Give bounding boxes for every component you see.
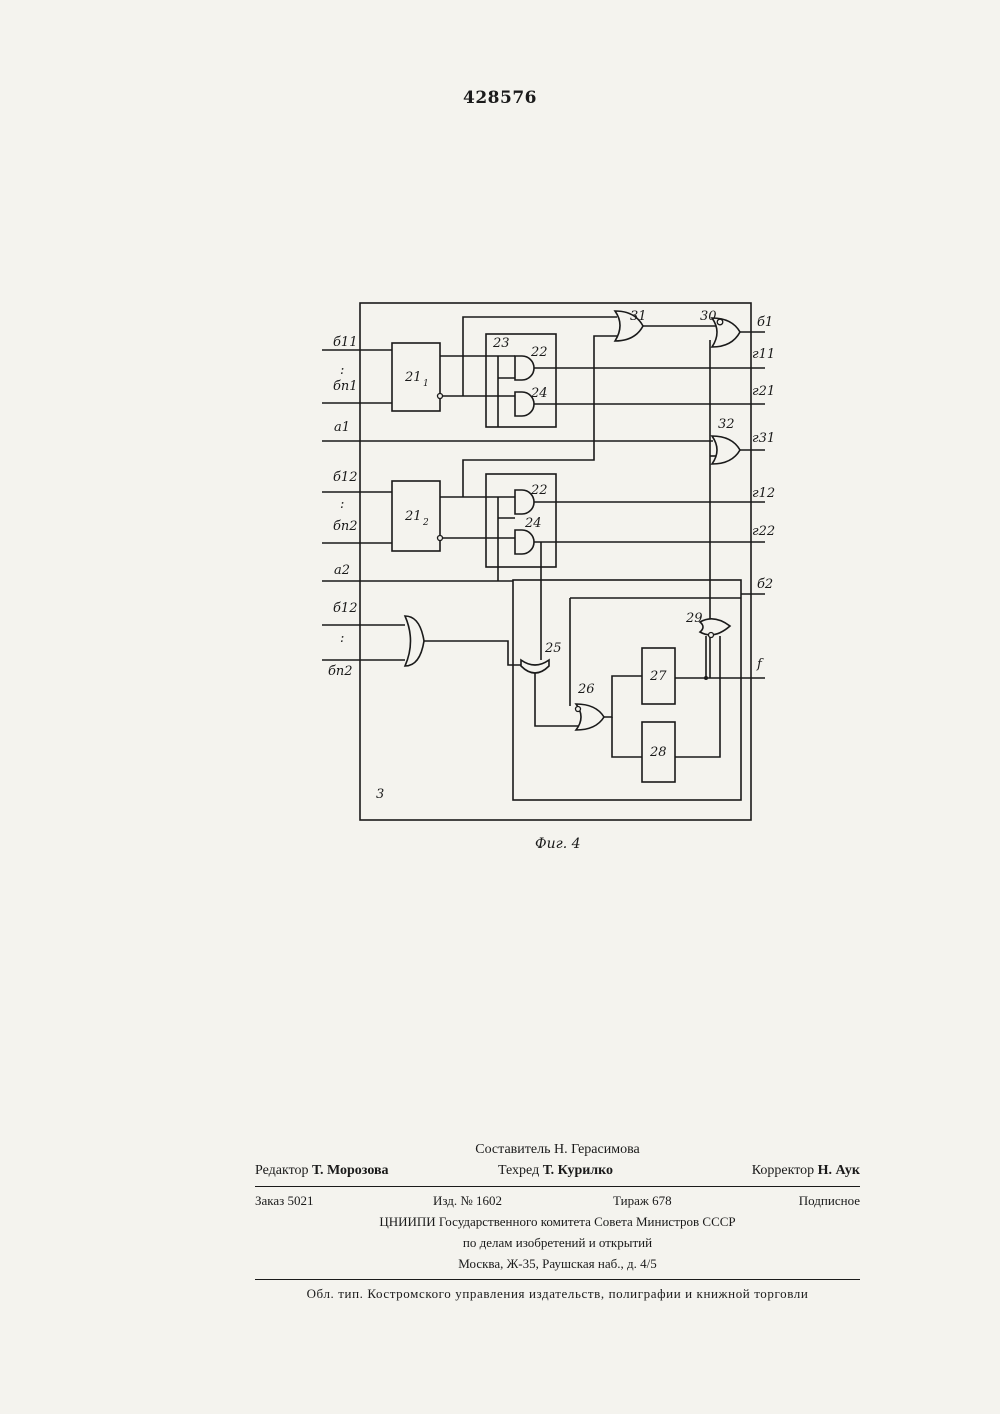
editor-name: Т. Морозова bbox=[312, 1163, 389, 1178]
gate-29-inverter bbox=[709, 633, 714, 638]
label-g11: г11 bbox=[752, 347, 775, 362]
org-name: ЦНИИПИ Государственного комитета Совета … bbox=[379, 1214, 735, 1229]
inverter-21-2 bbox=[438, 536, 443, 541]
label-23-11: 23 bbox=[492, 336, 510, 351]
label-b1-out: б1 bbox=[757, 315, 773, 330]
gate-25 bbox=[521, 660, 549, 673]
gate-26-inverter bbox=[576, 707, 581, 712]
org-line-2: по делам изобретений и открытий bbox=[255, 1233, 860, 1254]
divider-2 bbox=[255, 1279, 860, 1280]
label-dots-2: : bbox=[340, 497, 344, 512]
corrector-name: Н. Аук bbox=[818, 1163, 860, 1178]
imprint-footer: Составитель Н. Герасимова Редактор Т. Мо… bbox=[255, 1140, 860, 1305]
label-bn1: бn1 bbox=[333, 379, 358, 394]
circulation: Тираж 678 bbox=[613, 1191, 672, 1211]
address: Москва, Ж-35, Раушская наб., д. 4/5 bbox=[458, 1256, 656, 1271]
label-22-1: 22 bbox=[530, 345, 548, 360]
label-b12: б12 bbox=[333, 470, 357, 485]
label-24-22: 24 bbox=[524, 516, 542, 531]
wire-28-to-29 bbox=[675, 636, 720, 757]
label-b11: б11 bbox=[333, 335, 357, 350]
label-g12: г12 bbox=[752, 486, 775, 501]
label-g22: г22 bbox=[752, 524, 775, 539]
label-f-out: f bbox=[756, 657, 764, 672]
order: Заказ 5021 bbox=[255, 1191, 314, 1211]
block-27-label: 27 bbox=[649, 669, 667, 684]
block-21-2-label: 21 bbox=[404, 509, 422, 524]
printer-line: Обл. тип. Костромского управления издате… bbox=[255, 1284, 860, 1305]
wire-26-to-27 bbox=[604, 676, 642, 717]
label-a2: a2 bbox=[334, 563, 350, 578]
subscription: Подписное bbox=[799, 1191, 860, 1211]
frame-label: 3 bbox=[376, 787, 384, 802]
figure-caption: Фиг. 4 bbox=[535, 836, 581, 852]
gate-or-lower bbox=[405, 616, 424, 666]
printer: Обл. тип. Костромского управления издате… bbox=[307, 1286, 809, 1301]
compiler-line: Составитель Н. Герасимова bbox=[255, 1140, 860, 1161]
label-25: 25 bbox=[544, 641, 562, 656]
label-b2-out: б2 bbox=[757, 577, 773, 592]
label-g21: г21 bbox=[752, 384, 775, 399]
address-line: Москва, Ж-35, Раушская наб., д. 4/5 bbox=[255, 1254, 860, 1275]
block-21-2-sub: 2 bbox=[422, 518, 429, 528]
label-30: 30 bbox=[700, 309, 717, 324]
corrector-label: Корректор bbox=[752, 1163, 814, 1178]
wire-25-out bbox=[535, 673, 578, 726]
gate-24-22 bbox=[515, 530, 534, 554]
inner-frame bbox=[513, 580, 741, 800]
gate-30-inverter bbox=[717, 319, 723, 325]
label-29: 29 bbox=[685, 611, 703, 626]
label-b12-lower: б12 bbox=[333, 601, 357, 616]
label-g31: г31 bbox=[752, 431, 775, 446]
org-dept: по делам изобретений и открытий bbox=[463, 1235, 652, 1250]
gate-29 bbox=[700, 619, 730, 635]
label-dots-1: : bbox=[340, 363, 344, 378]
gate-32 bbox=[712, 436, 740, 464]
label-22-2: 22 bbox=[530, 483, 548, 498]
label-24-21: 24 bbox=[530, 386, 548, 401]
techred-name: Т. Курилко bbox=[543, 1163, 613, 1178]
divider bbox=[255, 1186, 860, 1187]
label-31: 31 bbox=[630, 309, 647, 324]
credits-line: Редактор Т. Морозова Техред Т. Курилко К… bbox=[255, 1161, 860, 1182]
block-28-label: 28 bbox=[649, 745, 667, 760]
label-bn2-lower: бn2 bbox=[328, 664, 353, 679]
block-21-1-sub: 1 bbox=[423, 379, 429, 389]
label-26: 26 bbox=[577, 682, 595, 697]
block-21-1-label: 21 bbox=[404, 370, 422, 385]
wire-or-out bbox=[424, 641, 523, 665]
logic-circuit-diagram: 21 1 21 2 bbox=[0, 0, 1000, 900]
label-bn2: бn2 bbox=[333, 519, 358, 534]
label-dots-3: : bbox=[340, 631, 344, 646]
edition: Изд. № 1602 bbox=[433, 1191, 502, 1211]
order-line: Заказ 5021 Изд. № 1602 Тираж 678 Подписн… bbox=[255, 1191, 860, 1212]
editor-label: Редактор bbox=[255, 1163, 309, 1178]
techred-label: Техред bbox=[498, 1163, 539, 1178]
label-a1: a1 bbox=[334, 420, 350, 435]
inverter-21-1 bbox=[438, 394, 443, 399]
label-32: 32 bbox=[718, 417, 735, 432]
wire-26-to-28 bbox=[612, 717, 642, 757]
compiler: Составитель Н. Герасимова bbox=[475, 1142, 639, 1157]
org-line-1: ЦНИИПИ Государственного комитета Совета … bbox=[255, 1212, 860, 1233]
